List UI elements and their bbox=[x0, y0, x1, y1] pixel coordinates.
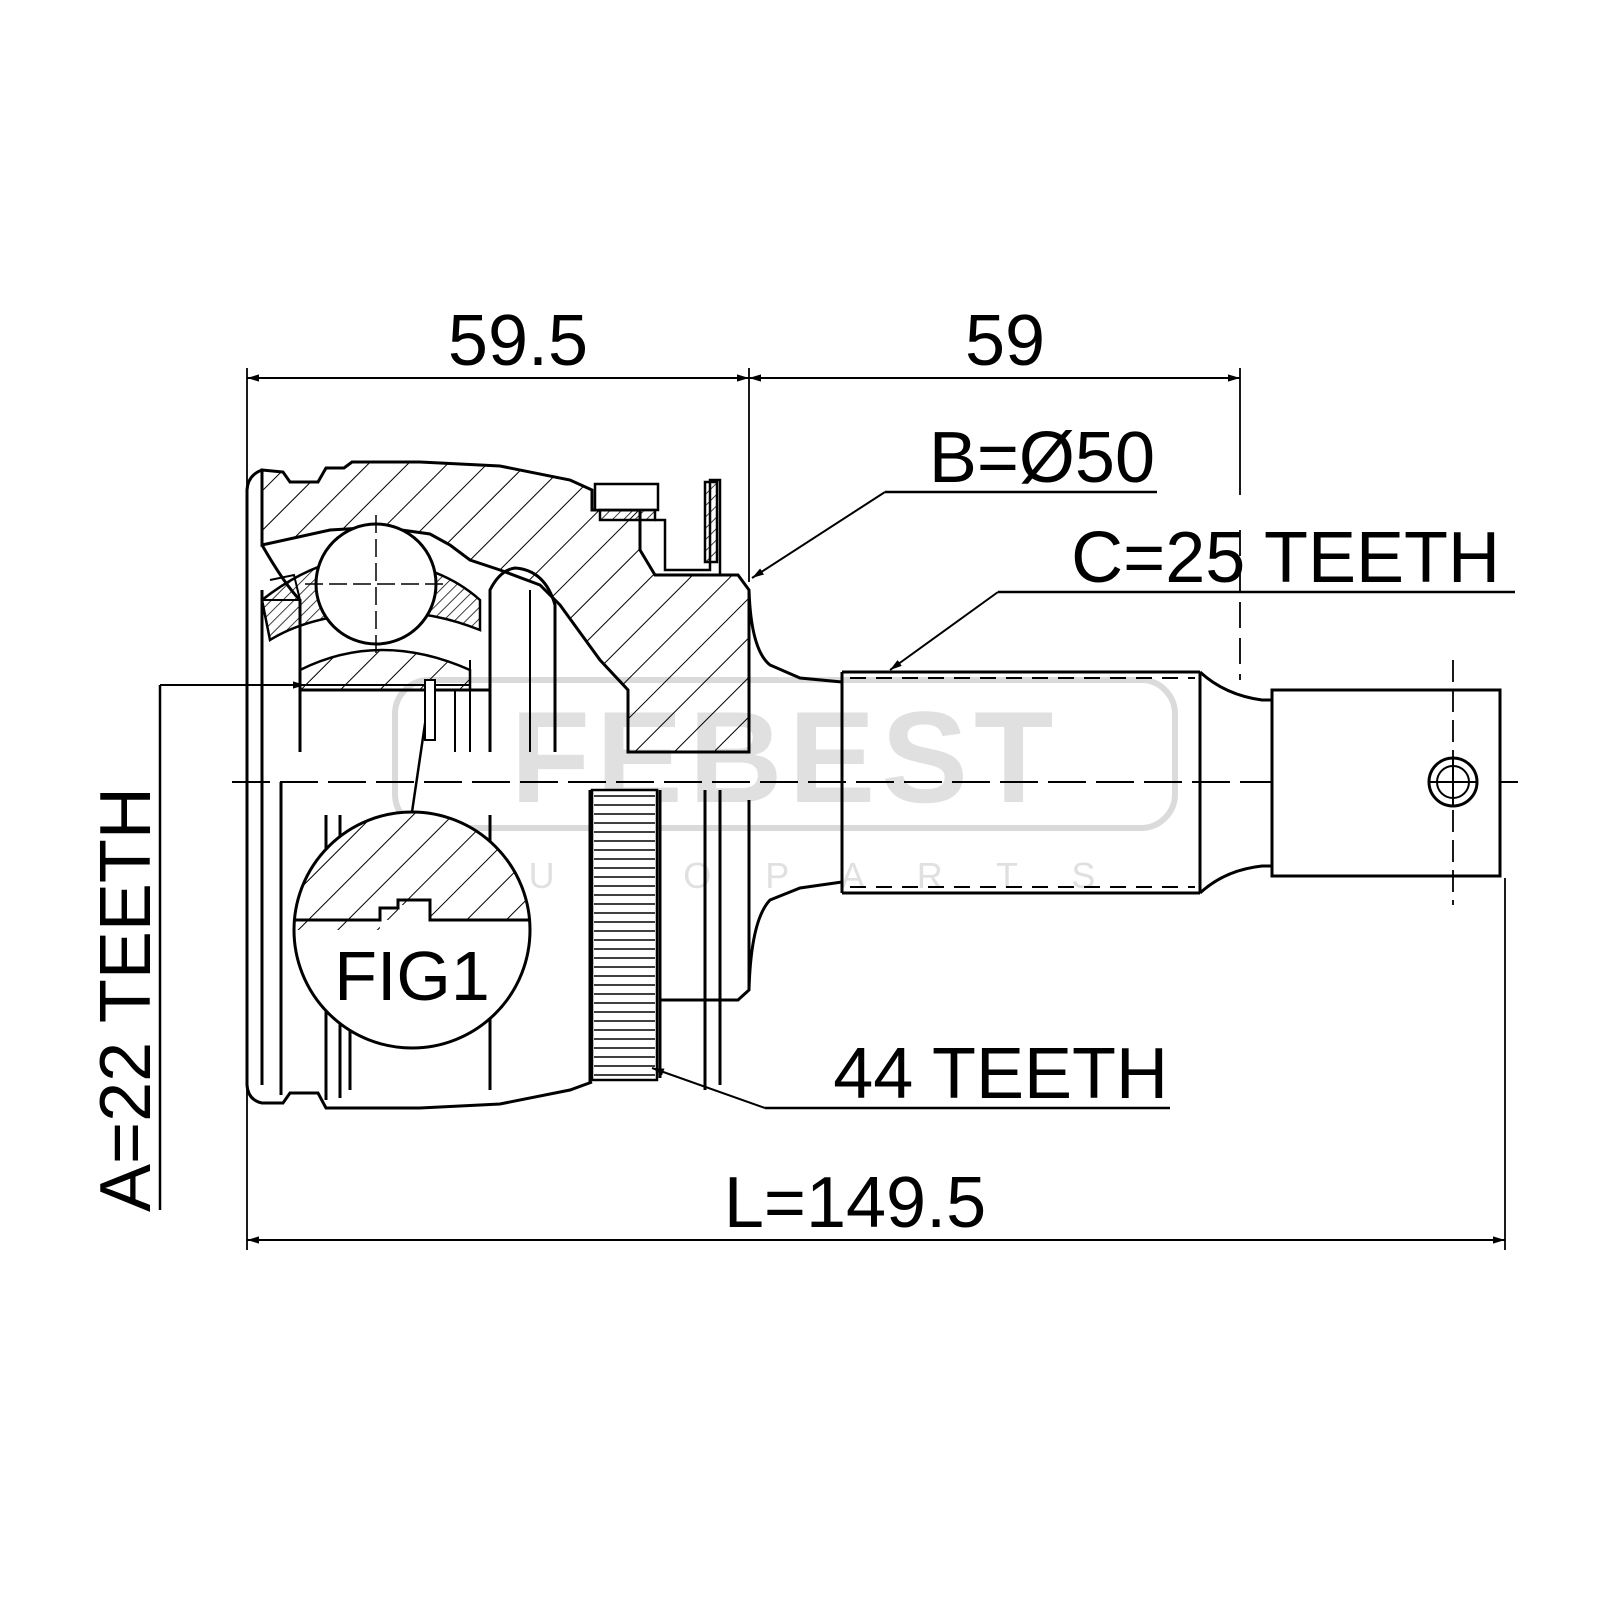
abs-ring bbox=[590, 788, 659, 1082]
dim-59-5-text: 59.5 bbox=[448, 301, 588, 381]
dim-a-text: A=22 TEETH bbox=[86, 787, 166, 1212]
dim-44-text: 44 TEETH bbox=[833, 1034, 1168, 1114]
dimension-outer-diameter: B=Ø50 bbox=[751, 418, 1157, 579]
dimension-abs-ring: 44 TEETH bbox=[651, 1034, 1170, 1114]
ball-cage bbox=[260, 515, 482, 692]
fig1-label: FIG1 bbox=[334, 937, 490, 1015]
dimension-total-length: L=149.5 bbox=[247, 1163, 1505, 1244]
dim-59-text: 59 bbox=[965, 301, 1045, 381]
dimension-right-length: 59 bbox=[749, 301, 1240, 382]
watermark: FEBEST A U T O P A R T S bbox=[392, 677, 1178, 896]
shaft-spline bbox=[850, 677, 1195, 888]
fig1-detail: FIG1 bbox=[292, 679, 532, 1050]
dimension-inner-spline: A=22 TEETH bbox=[86, 681, 305, 1212]
watermark-tagline: A U T O P A R T S bbox=[453, 855, 1118, 896]
seal-top bbox=[593, 478, 722, 575]
dim-c-text: C=25 TEETH bbox=[1071, 518, 1500, 598]
pin-hole bbox=[1427, 660, 1479, 905]
dim-b-text: B=Ø50 bbox=[929, 418, 1155, 498]
dim-l-text: L=149.5 bbox=[724, 1163, 986, 1243]
dimension-outer-spline: C=25 TEETH bbox=[889, 518, 1515, 671]
dimension-left-length: 59.5 bbox=[247, 301, 749, 382]
